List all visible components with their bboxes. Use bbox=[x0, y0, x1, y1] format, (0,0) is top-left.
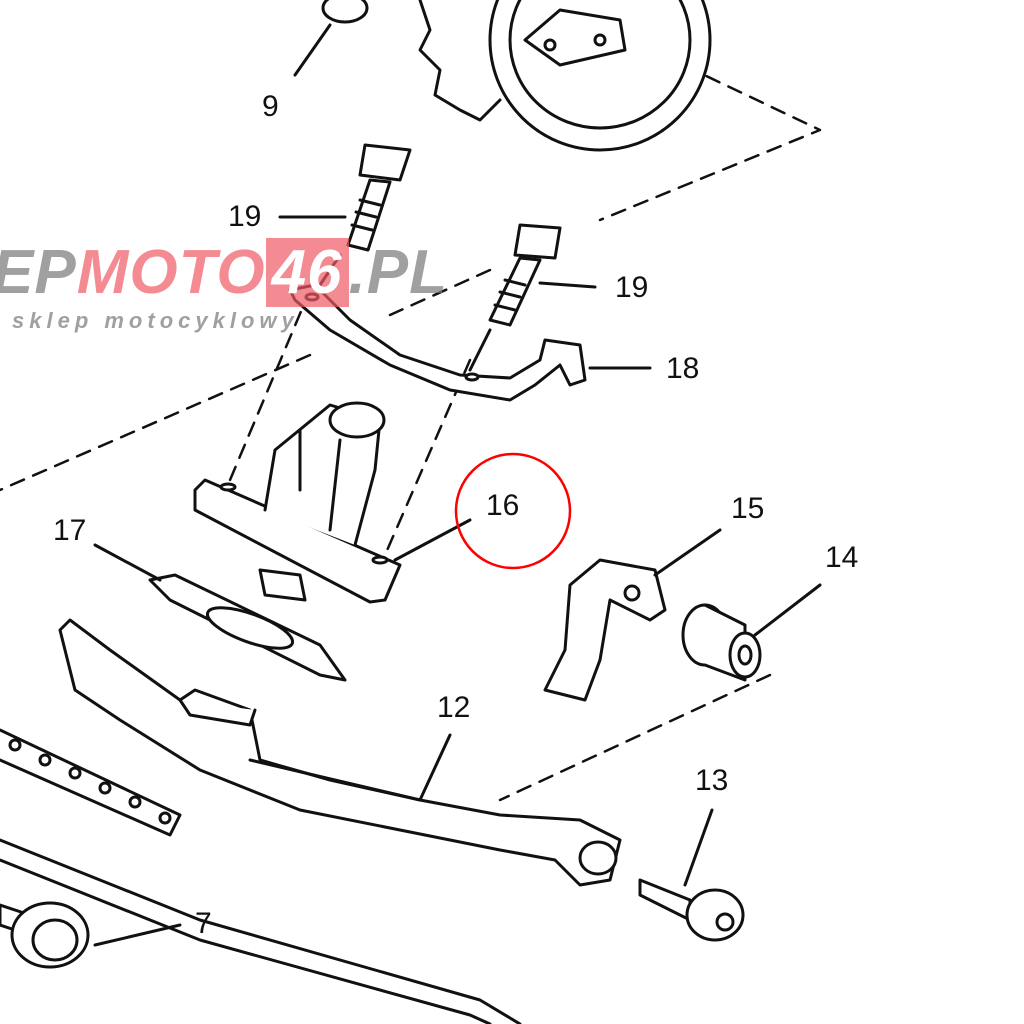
part-13-bolt bbox=[638, 808, 745, 942]
part-19-bolt-right bbox=[468, 223, 597, 372]
callout-7: 7 bbox=[195, 907, 212, 940]
timing-chain bbox=[0, 728, 522, 1024]
watermark-suffix: .PL bbox=[348, 238, 448, 307]
callout-15: 15 bbox=[731, 492, 765, 525]
part-15-bracket bbox=[543, 528, 722, 702]
watermark-prefix: EP bbox=[0, 238, 77, 307]
part-9-nut bbox=[293, 0, 369, 77]
callout-19-right: 19 bbox=[615, 271, 649, 304]
callout-17: 17 bbox=[53, 514, 87, 547]
highlight-circle-part-16 bbox=[454, 452, 572, 570]
assembly-dash-lines bbox=[0, 33, 822, 802]
callout-13: 13 bbox=[695, 764, 729, 797]
part-16-chain-tensioner bbox=[193, 401, 472, 604]
part-17-gasket bbox=[93, 543, 347, 682]
part-7-flange-bolt bbox=[0, 901, 182, 969]
callout-19-left: 19 bbox=[228, 200, 262, 233]
part-14-collar bbox=[681, 583, 822, 682]
part-19-bolt-left bbox=[278, 143, 412, 287]
callout-18: 18 bbox=[666, 352, 700, 385]
callout-16: 16 bbox=[486, 489, 520, 522]
callout-12: 12 bbox=[437, 691, 471, 724]
callout-14: 14 bbox=[825, 541, 859, 574]
watermark-number: 46 bbox=[265, 238, 349, 307]
watermark-tagline: sklep motocyklowy bbox=[12, 308, 299, 333]
callout-9: 9 bbox=[262, 90, 279, 123]
part-12-chain-guide bbox=[58, 618, 622, 887]
camshaft-sprocket bbox=[418, 0, 712, 152]
watermark-middle: MOTO bbox=[76, 238, 266, 307]
